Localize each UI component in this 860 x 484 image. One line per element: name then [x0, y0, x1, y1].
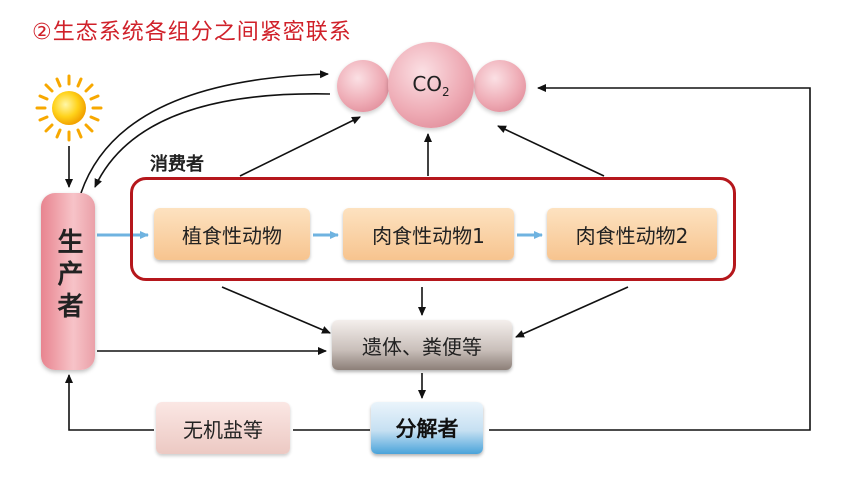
inorganic-node: 无机盐等 — [156, 402, 290, 454]
co2-bubble-right — [474, 60, 526, 112]
consumer-frame — [130, 177, 736, 281]
page-title: ②生态系统各组分之间紧密联系 — [32, 20, 352, 45]
sun-icon — [35, 74, 103, 142]
co2-bubble-left — [337, 60, 389, 112]
decomposer-node: 分解者 — [371, 402, 483, 454]
producer-label: 生产者 — [53, 228, 83, 324]
co2-subscript: 2 — [442, 85, 450, 99]
co2-bubble-main — [388, 42, 474, 128]
remains-node: 遗体、粪便等 — [332, 320, 512, 370]
co2-label: CO2 — [388, 72, 474, 99]
carnivore1-node: 肉食性动物1 — [343, 208, 514, 260]
herbivore-node: 植食性动物 — [154, 208, 310, 260]
producer-node — [41, 193, 95, 370]
consumer-label: 消费者 — [150, 154, 204, 175]
co2-base: CO — [412, 72, 443, 96]
carnivore2-node: 肉食性动物2 — [547, 208, 717, 260]
